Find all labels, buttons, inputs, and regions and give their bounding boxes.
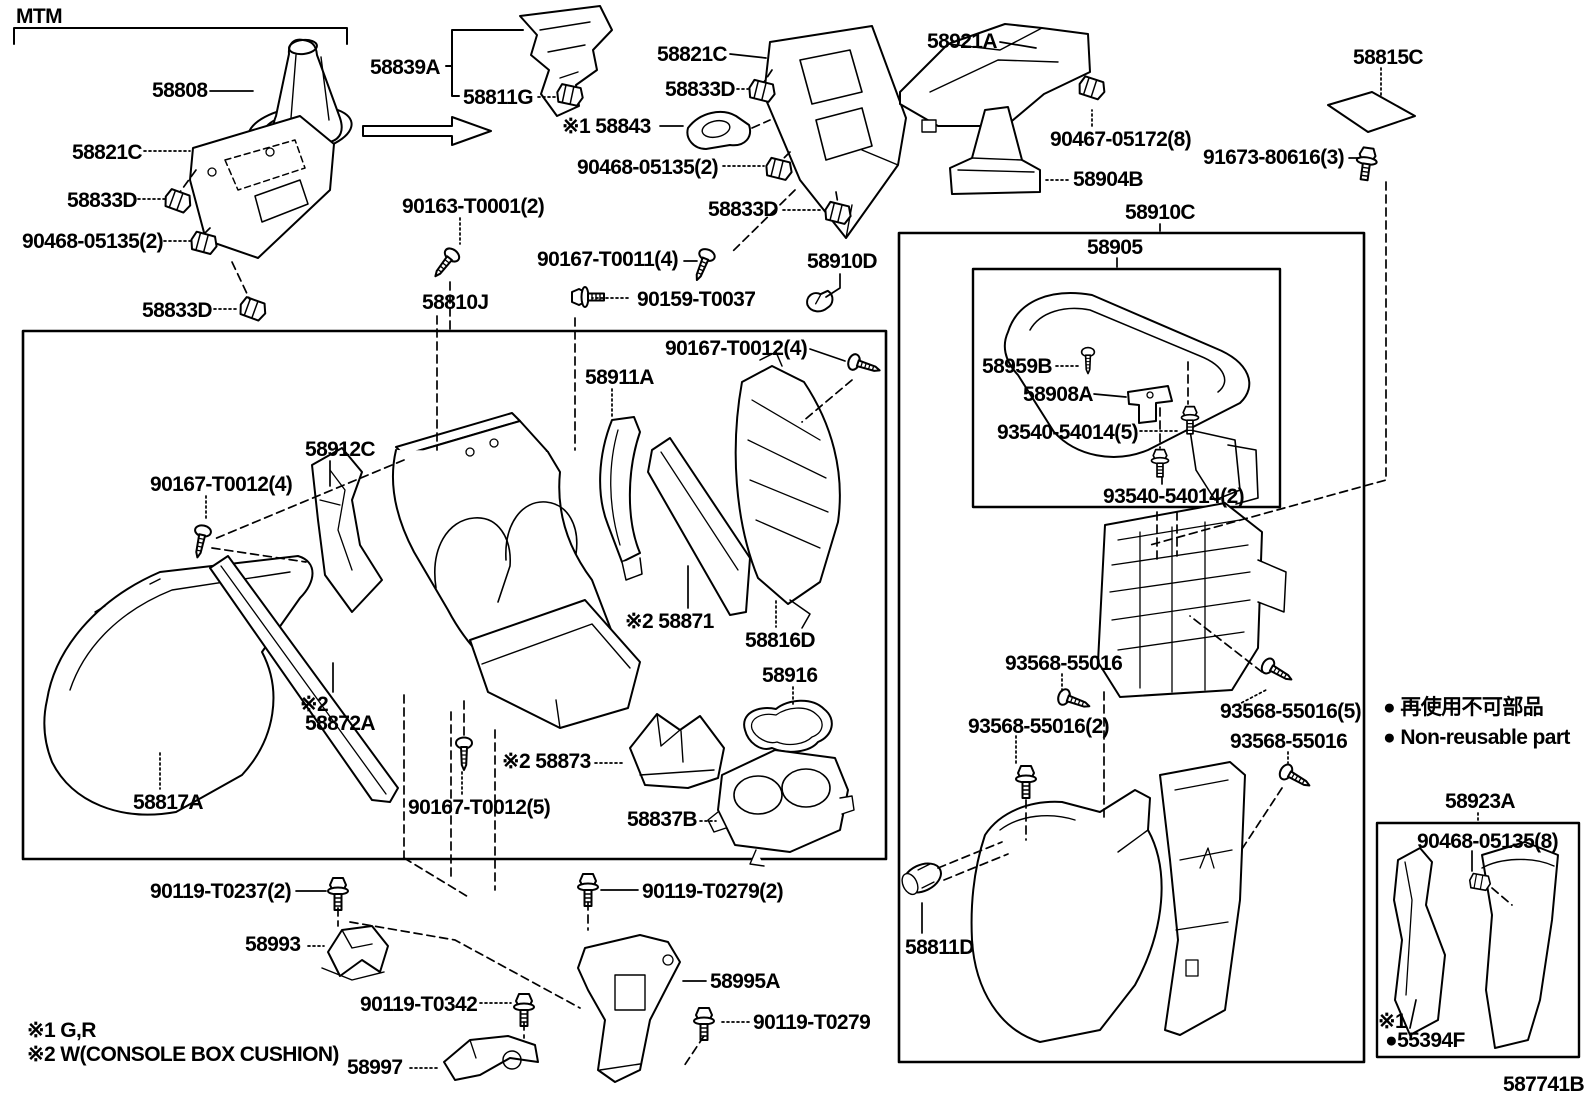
part-label-58833d-r1[interactable]: 58833D (665, 78, 736, 101)
leader-lines (137, 41, 1479, 1069)
bracket-58839a-lines (445, 29, 524, 97)
part-label-58916[interactable]: 58916 (762, 664, 818, 687)
part-label-58843[interactable]: ※1 58843 (562, 115, 651, 138)
note-55394f-mark: ※1 (1378, 1010, 1407, 1033)
part-label-58817a[interactable]: 58817A (133, 791, 204, 814)
part-label-58997[interactable]: 58997 (347, 1056, 403, 1079)
part-label-93568-55016-2[interactable]: 93568-55016(2) (968, 715, 1110, 738)
part-label-58908a[interactable]: 58908A (1023, 383, 1094, 406)
part-bracket-58839a (519, 5, 613, 117)
part-label-90167-t0011-4[interactable]: 90167-T0011(4) (537, 248, 679, 271)
part-label-90167-t0012-5[interactable]: 90167-T0012(5) (408, 796, 551, 819)
part-bracket-58993 (321, 925, 389, 981)
legend-jp: ● 再使用不可部品 (1383, 696, 1544, 719)
part-label-90119-t0342[interactable]: 90119-T0342 (360, 993, 478, 1016)
part-label-58995a[interactable]: 58995A (710, 970, 781, 993)
part-label-58837b[interactable]: 58837B (627, 808, 698, 831)
part-label-58921a[interactable]: 58921A (927, 30, 998, 53)
mtm-bracket (13, 27, 348, 45)
part-label-58811g[interactable]: 58811G (463, 86, 534, 109)
part-bracket-58997 (443, 1035, 539, 1081)
part-label-58808[interactable]: 58808 (152, 79, 208, 102)
part-label-93540-54014-5[interactable]: 93540-54014(5) (997, 421, 1139, 444)
part-upper-panel-58821c-left (189, 115, 335, 259)
part-trim-55394f (1393, 847, 1446, 1036)
part-gasket-58916 (743, 699, 833, 753)
part-label-58910d[interactable]: 58910D (807, 250, 878, 273)
part-label-58923a[interactable]: 58923A (1445, 790, 1516, 813)
part-label-58904b[interactable]: 58904B (1073, 168, 1144, 191)
part-bracket-58912c (311, 447, 383, 613)
part-side-panel-58817a (43, 555, 314, 816)
part-label-90467-05172-8[interactable]: 90467-05172(8) (1050, 128, 1192, 151)
note-58872a-mark: ※2 (300, 693, 329, 716)
part-label-58833d-l1[interactable]: 58833D (67, 189, 138, 212)
part-label-90167-t0012-4-left[interactable]: 90167-T0012(4) (150, 473, 293, 496)
legend-en: ● Non-reusable part (1383, 726, 1570, 749)
part-label-58912c[interactable]: 58912C (305, 438, 376, 461)
part-bracket-58908a (1127, 385, 1173, 424)
part-rear-cover (970, 761, 1246, 1043)
part-label-58810j[interactable]: 58810J (422, 291, 489, 314)
part-label-58811d[interactable]: 58811D (905, 936, 974, 959)
part-panel-58816d (734, 351, 841, 629)
part-label-58839a[interactable]: 58839A (370, 56, 441, 79)
part-label-58871[interactable]: ※2 58871 (625, 610, 714, 633)
part-cupholder-58837b (707, 749, 855, 867)
part-label-58833d-r2[interactable]: 58833D (708, 198, 779, 221)
box-58910c (897, 231, 1366, 1064)
projection-lines (179, 69, 1513, 1067)
part-label-90119-t0279-2[interactable]: 90119-T0279(2) (642, 880, 784, 903)
part-cushion-58873 (629, 713, 725, 789)
note-footnote-2: ※2 W(CONSOLE BOX CUSHION) (27, 1043, 339, 1066)
part-trim-right-58923a (1481, 841, 1559, 1049)
drawing-code: 587741B (1503, 1073, 1585, 1096)
part-label-58910c[interactable]: 58910C (1125, 201, 1196, 224)
part-pad-58871 (647, 437, 751, 616)
part-label-90468-05135-2-left[interactable]: 90468-05135(2) (22, 230, 164, 253)
part-label-90119-t0279[interactable]: 90119-T0279 (753, 1011, 871, 1034)
part-strip-58911a (599, 416, 643, 581)
box-58905 (971, 267, 1282, 509)
part-label-58815c[interactable]: 58815C (1353, 46, 1424, 69)
direction-arrow (362, 116, 492, 146)
part-label-93568-55016-a[interactable]: 93568-55016 (1005, 652, 1123, 675)
part-rear-frame (1097, 502, 1287, 698)
box-console-group (21, 329, 888, 861)
part-label-91673-80616-3[interactable]: 91673-80616(3) (1203, 146, 1345, 169)
part-plate-58815c (1327, 91, 1416, 133)
part-label-55394f[interactable]: ●55394F (1385, 1029, 1465, 1052)
part-knob-58811d (901, 862, 942, 896)
part-label-90468-05135-8[interactable]: 90468-05135(8) (1417, 830, 1559, 853)
part-console-body-58810j (391, 412, 641, 729)
part-label-90119-t0237-2[interactable]: 90119-T0237(2) (150, 880, 292, 903)
part-label-93568-55016-b[interactable]: 93568-55016 (1230, 730, 1348, 753)
part-label-58833d-l2[interactable]: 58833D (142, 299, 213, 322)
part-label-58911a[interactable]: 58911A (585, 366, 654, 389)
part-label-58872a[interactable]: 58872A (305, 712, 376, 735)
part-label-58993[interactable]: 58993 (245, 933, 301, 956)
note-footnote-1: ※1 G,R (27, 1019, 96, 1042)
part-label-58821c-right[interactable]: 58821C (657, 43, 728, 66)
part-trim-blade-58872a (209, 555, 399, 803)
part-label-58959b[interactable]: 58959B (982, 355, 1053, 378)
part-label-58905[interactable]: 58905 (1087, 236, 1143, 259)
part-boot-58904b (949, 106, 1041, 195)
box-58923a (1375, 821, 1581, 1059)
part-bezel-58843 (686, 111, 751, 150)
part-label-58821c-left[interactable]: 58821C (72, 141, 143, 164)
part-label-58873[interactable]: ※2 58873 (502, 750, 591, 773)
part-label-58816d[interactable]: 58816D (745, 629, 816, 652)
part-label-93540-54014-2[interactable]: 93540-54014(2) (1103, 485, 1245, 508)
part-label-93568-55016-5[interactable]: 93568-55016(5) (1220, 700, 1362, 723)
part-upper-panel-58821c-right (763, 25, 907, 239)
part-label-90159-t0037[interactable]: 90159-T0037 (637, 288, 756, 311)
part-bracket-58995a (577, 934, 681, 1083)
note-mtm: MTM (16, 5, 63, 28)
part-label-90167-t0012-4-top[interactable]: 90167-T0012(4) (665, 337, 808, 360)
part-label-90468-05135-2-mid[interactable]: 90468-05135(2) (577, 156, 719, 179)
part-label-90163-t0001-2[interactable]: 90163-T0001(2) (402, 195, 545, 218)
